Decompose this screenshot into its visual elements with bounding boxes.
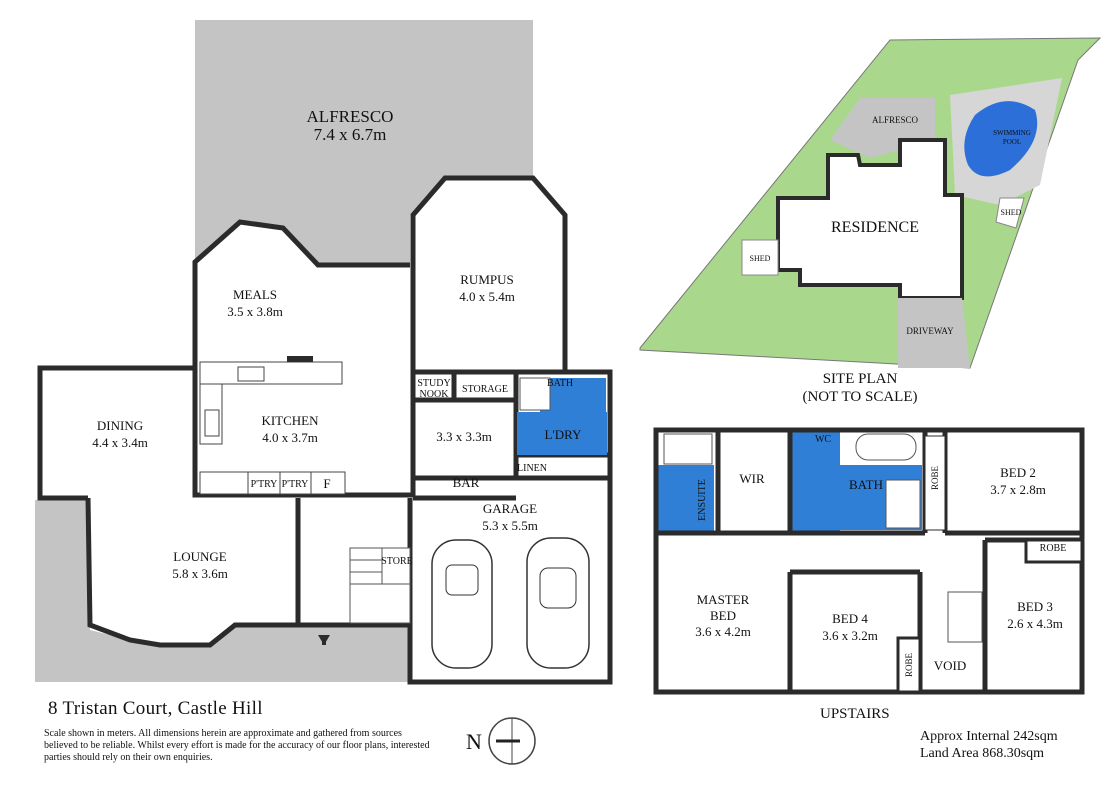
fridge-label: F <box>323 476 330 491</box>
land-area: Land Area 868.30sqm <box>920 746 1045 761</box>
kitchen-size: 4.0 x 3.7m <box>262 430 318 445</box>
pantry-row <box>199 471 346 495</box>
site-plan-title: SITE PLAN (NOT TO SCALE) <box>760 370 960 406</box>
compass-north-label: N <box>466 729 482 754</box>
rumpus-label: RUMPUS <box>460 272 513 287</box>
bed2-robe-label: ROBE <box>930 466 940 491</box>
dining-size: 4.4 x 3.4m <box>92 435 148 450</box>
lounge-label: LOUNGE <box>173 549 226 564</box>
site-driveway <box>898 298 970 368</box>
study-nook-label-1: STUDY <box>417 378 450 389</box>
site-plan-subheading: (NOT TO SCALE) <box>802 389 918 405</box>
lounge-outdoor-area <box>35 500 410 682</box>
bed3-size: 2.6 x 4.3m <box>1007 616 1063 631</box>
swimming-pool <box>964 101 1038 177</box>
bed4-robe-label: ROBE <box>904 653 914 678</box>
pantry-label-2: P'TRY <box>282 479 309 490</box>
meals-label: MEALS <box>233 287 277 302</box>
rangehood-icon <box>287 356 313 362</box>
storage-label: STORAGE <box>462 384 508 395</box>
garage-label: GARAGE <box>483 501 537 516</box>
wir-label: WIR <box>739 471 765 486</box>
site-shed-left <box>741 239 779 276</box>
bed3-label: BED 3 <box>1017 599 1053 614</box>
shower-icon <box>519 377 551 411</box>
property-address: 8 Tristan Court, Castle Hill <box>48 698 263 719</box>
compass-icon: N <box>466 717 536 765</box>
ensuite-shower-icon <box>663 433 713 465</box>
bed4-size: 3.6 x 3.2m <box>822 628 878 643</box>
bed3-robe <box>1024 538 1084 564</box>
void-label: VOID <box>934 658 967 673</box>
ensuite-wet <box>658 465 714 533</box>
ground-floor-plan: ALFRESCO 7.4 x 6.7m MEALS 3.5 x 3.8m RUM… <box>35 20 613 685</box>
residence-outline <box>776 138 964 300</box>
garage-size: 5.3 x 5.5m <box>482 518 538 533</box>
area-summary: Approx Internal 242sqm Land Area 868.30s… <box>920 728 1058 762</box>
internal-area: Approx Internal 242sqm <box>920 729 1058 744</box>
site-pool-label-2: POOL <box>1003 138 1021 146</box>
kitchen-bench <box>199 361 343 385</box>
bar-label: BAR <box>453 475 480 490</box>
upstairs-plan: ENSUITE WIR WC BATH ROBE BED 2 3.7 x 2.8… <box>653 427 1085 695</box>
master-label-2: BED <box>710 608 736 623</box>
wc-label: WC <box>815 434 831 445</box>
alfresco-size: 7.4 x 6.7m <box>314 125 387 144</box>
disclaimer-text: Scale shown in meters. All dimensions he… <box>44 728 430 763</box>
dining-label: DINING <box>97 418 143 433</box>
bathtub-icon <box>855 433 917 461</box>
alfresco-area <box>195 20 533 265</box>
site-shed-left-label: SHED <box>750 254 771 263</box>
ground-bath-laundry <box>517 412 607 455</box>
wc-wet <box>790 432 840 532</box>
bed4-label: BED 4 <box>832 611 868 626</box>
car-left-icon <box>431 539 493 669</box>
ground-bath-label: BATH <box>547 378 573 389</box>
bed2-robe <box>924 435 946 531</box>
master-label-1: MASTER <box>697 592 750 607</box>
site-pool-label-1: SWIMMING <box>993 129 1031 137</box>
sink-icon <box>237 366 265 382</box>
site-residence-label: RESIDENCE <box>831 219 919 236</box>
site-plan-heading: SITE PLAN <box>822 371 898 387</box>
site-shed-right-label: SHED <box>1001 208 1022 217</box>
store-label: STORE <box>381 556 413 567</box>
site-shed-right <box>995 197 1025 229</box>
upstairs-title: UPSTAIRS <box>820 706 890 722</box>
master-size: 3.6 x 4.2m <box>695 624 751 639</box>
upstairs-stairs <box>947 591 983 643</box>
family-size: 3.3 x 3.3m <box>436 429 492 444</box>
site-alfresco-label: ALFRESCO <box>872 115 919 125</box>
ensuite-label: ENSUITE <box>697 479 708 521</box>
rumpus-size: 4.0 x 5.4m <box>459 289 515 304</box>
ground-bath-upper <box>540 378 606 412</box>
bed4-robe <box>896 636 922 694</box>
upstairs-shower-icon <box>885 479 921 529</box>
study-nook-label-2: NOOK <box>420 389 450 400</box>
bed2-size: 3.7 x 2.8m <box>990 482 1046 497</box>
meals-size: 3.5 x 3.8m <box>227 304 283 319</box>
linen-label: LINEN <box>517 463 547 474</box>
cooktop-icon <box>204 409 220 437</box>
laundry-label: L'DRY <box>544 427 582 442</box>
site-driveway-label: DRIVEWAY <box>906 326 954 336</box>
kitchen-label: KITCHEN <box>261 413 319 428</box>
lounge-size: 5.8 x 3.6m <box>172 566 228 581</box>
site-plan: ALFRESCO SWIMMING POOL SHED SHED RESIDEN… <box>639 37 1102 369</box>
bed2-label: BED 2 <box>1000 465 1036 480</box>
pantry-label-1: P'TRY <box>251 479 278 490</box>
bed3-robe-label: ROBE <box>1040 543 1067 554</box>
upstairs-bath-label: BATH <box>849 477 883 492</box>
alfresco-label: ALFRESCO <box>307 107 394 126</box>
